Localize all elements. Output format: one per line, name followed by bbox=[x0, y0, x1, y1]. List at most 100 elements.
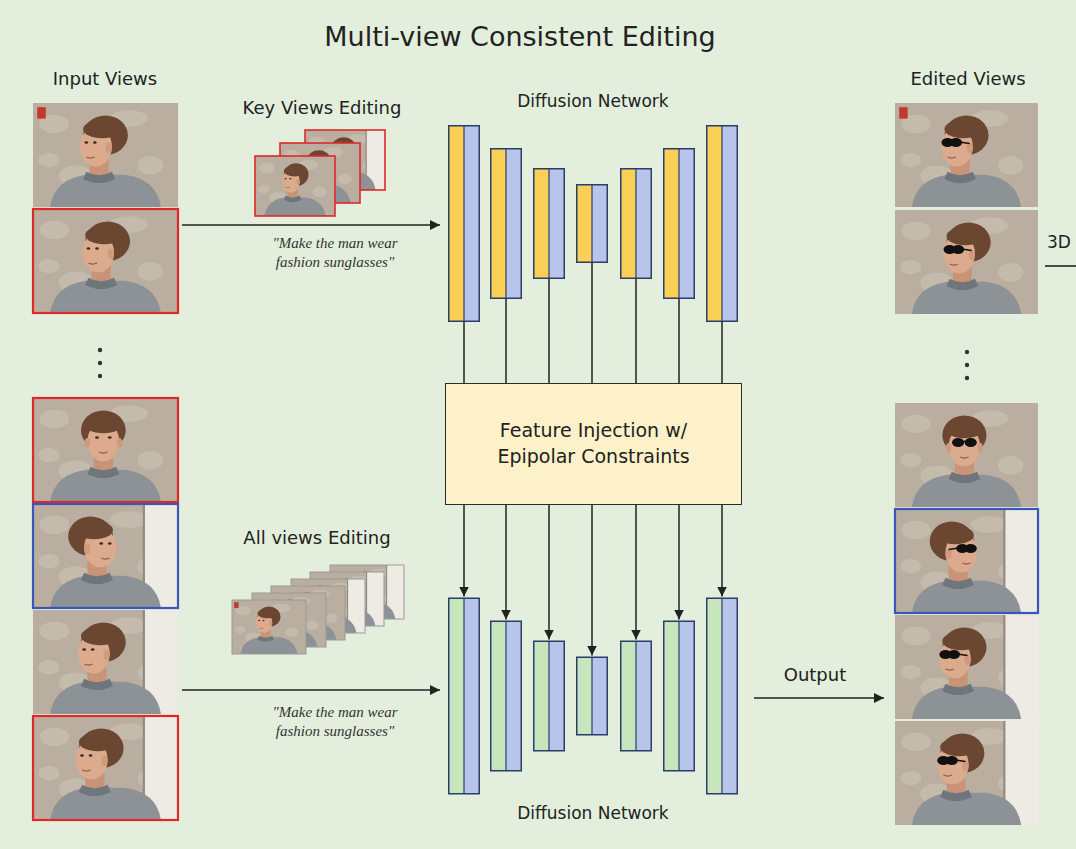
photo bbox=[895, 103, 1038, 207]
photo bbox=[895, 615, 1038, 719]
feature-block bbox=[449, 598, 465, 794]
wall-texture bbox=[285, 628, 298, 638]
sunglass-bridge bbox=[943, 759, 951, 761]
feature-block bbox=[679, 621, 694, 771]
photo bbox=[895, 509, 1038, 613]
feature-block bbox=[464, 126, 479, 322]
wall-texture bbox=[38, 766, 59, 781]
photo bbox=[232, 600, 306, 654]
wall-texture bbox=[258, 185, 270, 193]
photo-image bbox=[33, 209, 178, 313]
collar bbox=[942, 684, 974, 695]
ellipsis-dots bbox=[98, 348, 969, 380]
collar bbox=[949, 472, 981, 483]
wall bbox=[895, 103, 1038, 207]
network-label: Diffusion Network bbox=[428, 91, 758, 112]
view-frame bbox=[255, 156, 335, 216]
feature-block bbox=[621, 641, 637, 751]
block-outline bbox=[449, 126, 480, 322]
hair-top bbox=[945, 420, 983, 439]
wall bbox=[33, 716, 178, 820]
view-frame bbox=[232, 600, 306, 654]
wall-texture bbox=[901, 520, 930, 539]
connector-line bbox=[591, 505, 593, 656]
wall-texture bbox=[900, 771, 921, 786]
mouth bbox=[101, 558, 110, 559]
eye bbox=[95, 436, 99, 438]
wall bbox=[895, 721, 1038, 825]
block-divider bbox=[635, 641, 636, 751]
connector-line bbox=[635, 279, 637, 383]
sunglass-bridge bbox=[945, 653, 953, 655]
output-label: Output bbox=[760, 664, 870, 687]
collar bbox=[944, 172, 976, 183]
eye bbox=[108, 436, 112, 438]
unet-network: Diffusion Network bbox=[448, 125, 738, 322]
eye bbox=[91, 648, 95, 650]
hair-top bbox=[947, 227, 985, 246]
wall-texture bbox=[901, 221, 930, 240]
ear bbox=[103, 650, 109, 660]
photo bbox=[255, 156, 335, 216]
ear bbox=[108, 249, 114, 259]
input-arrow bbox=[182, 689, 440, 691]
ear bbox=[296, 179, 300, 185]
wall-texture bbox=[900, 559, 921, 574]
photo-image bbox=[33, 610, 178, 714]
network-label: Diffusion Network bbox=[428, 803, 758, 824]
photo-image bbox=[33, 716, 178, 820]
photo bbox=[33, 610, 178, 714]
feature-block bbox=[534, 169, 550, 279]
photo-image bbox=[895, 210, 1038, 314]
sunglass-arm bbox=[956, 141, 970, 143]
feature-block bbox=[679, 149, 694, 299]
wall-texture bbox=[235, 626, 246, 634]
feature-block bbox=[464, 598, 479, 794]
wall-texture bbox=[900, 453, 921, 468]
wall-texture bbox=[259, 163, 275, 174]
hair-top bbox=[79, 733, 117, 752]
ear bbox=[106, 143, 112, 153]
wall bbox=[895, 210, 1038, 314]
input-arrow bbox=[182, 224, 440, 226]
prompt-text: "Make the man wear fashion sunglasses" bbox=[260, 703, 410, 741]
wall-texture bbox=[39, 727, 69, 746]
photo-image bbox=[895, 509, 1038, 613]
sunglass-bridge bbox=[958, 441, 971, 443]
eye bbox=[258, 620, 260, 621]
eye bbox=[87, 247, 91, 249]
block-divider bbox=[548, 169, 549, 279]
feature-block bbox=[592, 185, 607, 263]
next-stage-label: 3D bbox=[1045, 232, 1073, 253]
wall-texture bbox=[971, 516, 1009, 533]
eye bbox=[289, 178, 291, 179]
wall-texture bbox=[137, 262, 163, 281]
feature-block bbox=[491, 621, 507, 771]
block-outline bbox=[664, 149, 695, 299]
eye bbox=[99, 542, 103, 544]
connector-line bbox=[548, 505, 550, 640]
eye bbox=[285, 178, 287, 179]
feature-block bbox=[621, 169, 637, 279]
prompt-text: "Make the man wear fashion sunglasses" bbox=[260, 234, 410, 272]
collar bbox=[87, 467, 119, 478]
block-outline bbox=[664, 621, 695, 771]
feature-block bbox=[722, 126, 737, 322]
wall bbox=[895, 509, 1038, 613]
diagram-title: Multi-view Consistent Editing bbox=[220, 20, 820, 54]
photo-image bbox=[33, 103, 178, 207]
eye bbox=[89, 754, 93, 756]
mouth bbox=[943, 775, 951, 776]
wall-texture bbox=[998, 156, 1023, 175]
connector-line bbox=[678, 505, 680, 620]
block-outline bbox=[534, 641, 565, 751]
eye bbox=[95, 247, 99, 249]
mouth bbox=[99, 452, 108, 453]
feature-block bbox=[664, 149, 680, 299]
connector-line bbox=[463, 505, 465, 597]
mouth bbox=[259, 628, 263, 630]
mouth bbox=[945, 669, 953, 670]
hair-top bbox=[258, 609, 278, 619]
feature-block bbox=[549, 169, 564, 279]
wall bbox=[33, 504, 178, 608]
